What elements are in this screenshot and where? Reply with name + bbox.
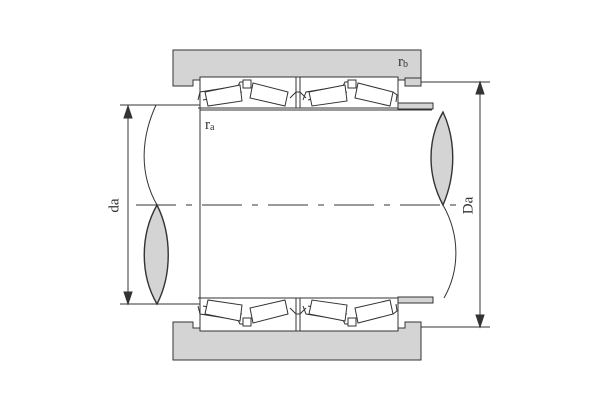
right-break-curve [442,204,457,299]
da-label: da [106,198,123,213]
housing-shoulder-top [404,77,422,87]
bottom-bearing [197,297,399,332]
Da-arrow-bottom [475,314,485,329]
top-bearing [197,76,399,109]
da-arrow-top [123,104,133,119]
left-break-section [143,203,169,306]
rb-label: rb [398,54,408,70]
right-break-section [430,110,454,207]
ra-label: ra [205,117,215,133]
Da-arrow-top [475,80,485,95]
Da-label: Da [460,196,477,215]
da-arrow-bottom [123,291,133,306]
left-break-curve [143,104,158,206]
spacer-ring-top [397,102,434,110]
spacer-ring-bottom [397,296,434,304]
